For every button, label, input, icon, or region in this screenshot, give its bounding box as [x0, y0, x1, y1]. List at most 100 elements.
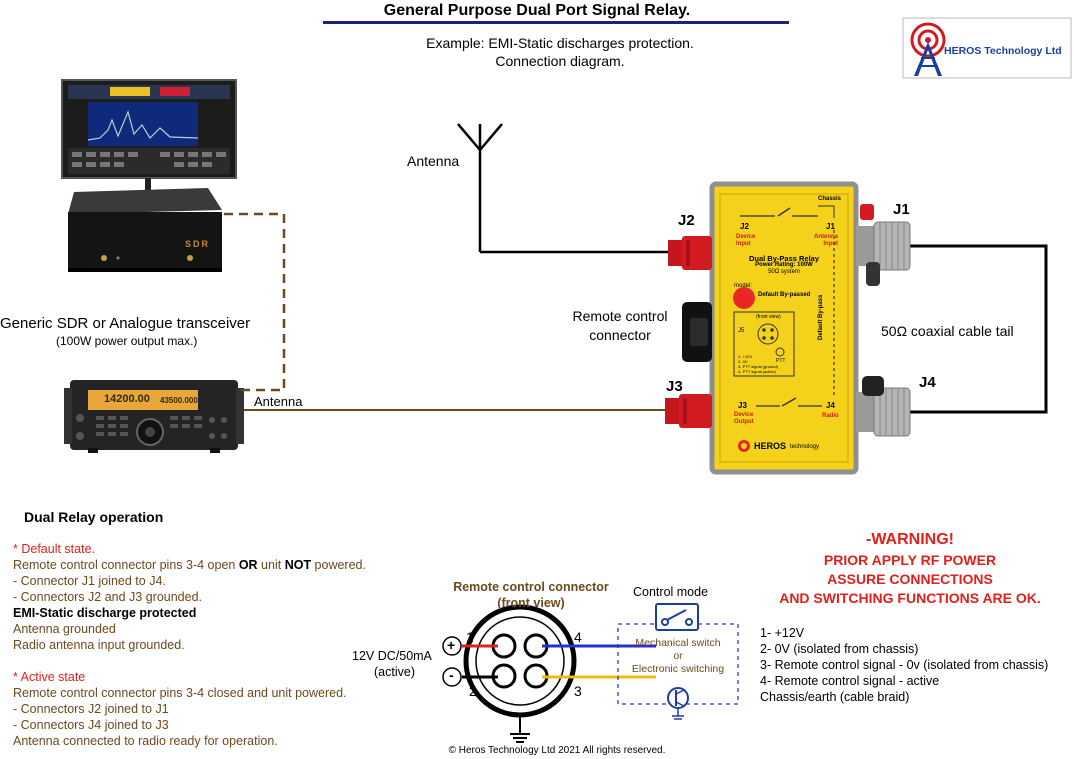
active-state-title: * Active state — [13, 670, 86, 684]
box-default-bypassed: Default By-passed — [758, 292, 811, 298]
pinout-line-2: 2- 0V (isolated from chassis) — [760, 642, 919, 656]
subtitle-line-1: Example: EMI-Static discharges protectio… — [426, 35, 694, 51]
default-state-line-5: Antenna grounded — [13, 622, 116, 636]
box-pins-small: 1- +12V 2- 0V 3- PTT signal (ground) 4- … — [738, 354, 778, 374]
j2-connector-image — [668, 236, 712, 270]
antenna-symbol — [457, 123, 503, 252]
box-power-rating: Power Rating: 100W — [755, 262, 813, 268]
minus-sign: - — [449, 667, 454, 683]
subtitle-line-2: Connection diagram. — [495, 53, 625, 69]
box-system: 50Ω system — [768, 269, 800, 275]
transceiver-image — [64, 380, 244, 453]
box-pin-small-2: 2- 0V — [738, 359, 748, 364]
remote-connector-front-view — [463, 604, 577, 743]
remote-control-label-1: Remote control — [572, 308, 668, 324]
pin-1-label: 1 — [466, 629, 474, 645]
active-state-line-1: Remote control connector pins 3-4 closed… — [13, 686, 347, 700]
default-state-line-3: - Connectors J2 and J3 grounded. — [13, 590, 203, 604]
pinout-block: 1- +12V 2- 0V (isolated from chassis) 3-… — [760, 625, 1048, 705]
box-chassis: Chassis — [818, 196, 842, 202]
copyright: © Heros Technology Ltd 2021 All rights r… — [448, 745, 666, 756]
control-mode-or: or — [673, 650, 683, 662]
operation-heading: Dual Relay operation — [24, 509, 164, 525]
default-state-line-1: Remote control connector pins 3-4 open O… — [13, 558, 366, 572]
active-state-line-4: Antenna connected to radio ready for ope… — [13, 734, 278, 748]
remote-control-label-2: connector — [589, 327, 651, 343]
box-front-view: (front view) — [756, 314, 781, 320]
logo-tower-icon — [902, 17, 1072, 79]
box-j4: J4 — [826, 401, 835, 410]
page-title: General Purpose Dual Port Signal Relay. — [383, 2, 691, 19]
box-brand: HEROS — [754, 441, 787, 451]
remote-connector-title-2: (front view) — [497, 596, 565, 610]
control-mode-title: Control mode — [633, 585, 709, 599]
control-mode-mechanical: Mechanical switch — [635, 637, 721, 649]
j3-connector-image — [665, 394, 712, 428]
j3-label: J3 — [666, 378, 683, 395]
box-j2: J2 — [740, 222, 749, 231]
remote-socket-image — [682, 302, 712, 362]
warning-line-1: -WARNING! — [866, 531, 954, 548]
sdr-dashed-link — [224, 212, 286, 392]
transceiver-display-right: 43500.000 — [160, 396, 198, 405]
box-model: model: — [734, 283, 753, 289]
monitor-screen-image — [61, 79, 237, 190]
minus-terminal — [442, 667, 462, 687]
transistor-icon — [667, 687, 689, 720]
box-antenna-input: Antenna Input — [814, 234, 838, 247]
j2-label: J2 — [678, 212, 695, 229]
switch-icon — [655, 603, 699, 631]
plus-sign: + — [447, 637, 456, 653]
box-j1: J1 — [826, 222, 835, 231]
box-default-bypass-vertical: Default By-pass — [818, 294, 824, 340]
supply-label-2: (active) — [374, 665, 415, 679]
pin-4-label: 4 — [574, 629, 582, 645]
pinout-line-5: Chassis/earth (cable braid) — [760, 690, 910, 704]
antenna-label: Antenna — [407, 153, 460, 169]
default-state-line-2: - Connector J1 joined to J4. — [13, 574, 166, 588]
box-pin-small-4: 4- PTT signal (active) — [738, 369, 776, 374]
pinout-line-1: 1- +12V — [760, 626, 805, 640]
j1-connector-image — [856, 204, 911, 286]
active-state-block: * Active state Remote control connector … — [13, 669, 347, 749]
plus-terminal — [442, 636, 462, 656]
remote-connector-title-1: Remote control connector — [453, 580, 609, 594]
default-state-line-6: Radio antenna input grounded. — [13, 638, 185, 652]
supply-label-1: 12V DC/50mA — [352, 649, 432, 663]
warning-line-2: PRIOR APPLY RF POWER — [823, 552, 997, 568]
coax-label: 50Ω coaxial cable tail — [881, 323, 1014, 339]
pin-2-label: 2 — [469, 683, 477, 699]
transceiver-display-left: 14200.00 — [104, 393, 150, 405]
transceiver-sublabel: (100W power output max.) — [56, 334, 198, 348]
active-state-line-2: - Connectors J2 joined to J1 — [13, 702, 169, 716]
j1-label: J1 — [893, 201, 910, 218]
pin-3-label: 3 — [574, 683, 582, 699]
box-brand-suffix: technology — [790, 444, 820, 450]
box-name: Dual By-Pass Relay — [748, 254, 820, 263]
pinout-line-3: 3- Remote control signal - 0v (isolated … — [760, 658, 1049, 672]
box-device-input: Device Input — [736, 234, 756, 247]
box-pin-small-3: 3- PTT signal (ground) — [738, 364, 778, 369]
default-state-line-4: EMI-Static discharge protected — [13, 606, 197, 620]
warning-line-4: AND SWITCHING FUNCTIONS ARE OK. — [779, 590, 1041, 606]
box-device-output: Device Output — [734, 412, 754, 425]
logo-text: HEROS Technology Ltd — [944, 45, 1062, 57]
j4-label: J4 — [919, 374, 936, 391]
j4-connector-image — [856, 376, 911, 437]
box-ptt: PTT — [776, 358, 786, 364]
transceiver-label: Generic SDR or Analogue transceiver — [0, 315, 251, 332]
default-state-block: * Default state. Remote control connecto… — [13, 541, 366, 653]
box-j5: J5 — [738, 328, 745, 334]
active-state-line-3: - Connectors J4 joined to J3 — [13, 718, 169, 732]
box-pin-small-1: 1- +12V — [738, 354, 753, 359]
sdr-label: SDR — [185, 239, 211, 249]
box-radio: Radio — [822, 413, 839, 419]
default-state-title: * Default state. — [13, 542, 95, 556]
control-mode-electronic: Electronic switching — [631, 663, 725, 675]
box-j3: J3 — [738, 401, 747, 410]
radio-antenna-label: Antenna — [254, 394, 303, 409]
warning-line-3: ASSURE CONNECTIONS — [827, 571, 993, 587]
coax-tail-line — [910, 244, 1048, 414]
title-underline — [323, 21, 789, 24]
